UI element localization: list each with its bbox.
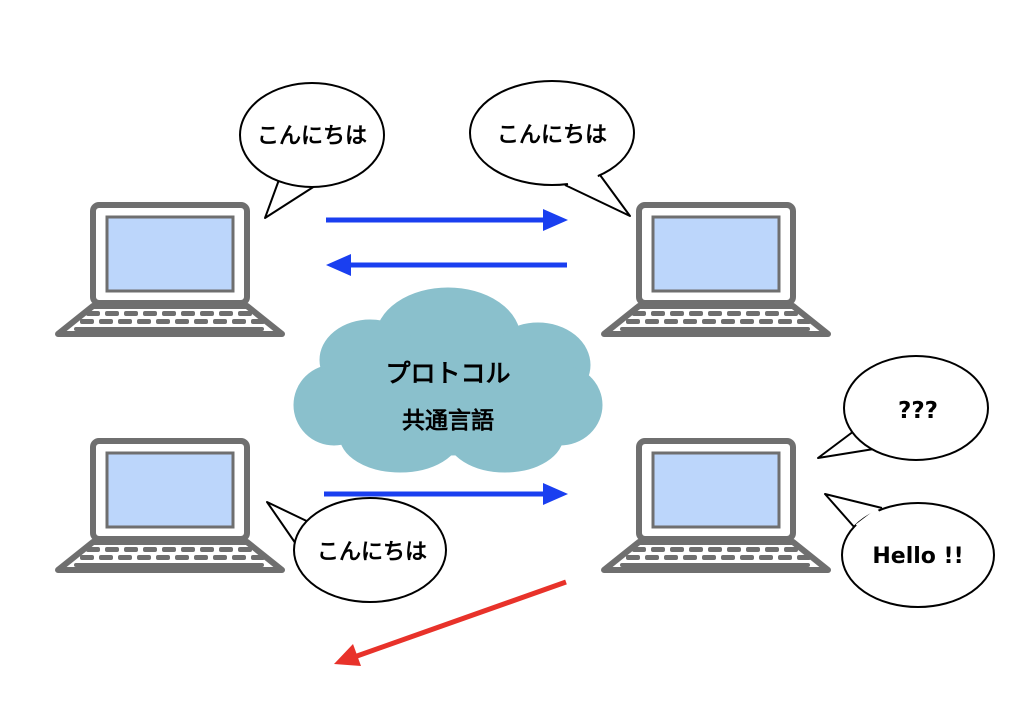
laptop-icon-bottom-right: [604, 441, 828, 570]
bubble-text-top-right: こんにちは: [497, 123, 607, 148]
bubble-text-top-left: こんにちは: [257, 124, 367, 149]
speech-bubble-bottom-left: こんにちは: [266, 497, 447, 603]
bubble-text-hello: Hello !!: [872, 544, 963, 569]
speech-bubble-top-left: こんにちは: [239, 82, 385, 219]
speech-bubble-top-right: こんにちは: [469, 80, 635, 217]
cloud-shape: プロトコル 共通言語: [293, 287, 603, 473]
arrow-bottom-right: [324, 483, 568, 505]
bubble-text-bottom-left: こんにちは: [317, 540, 427, 565]
arrow-red-rejected: [334, 579, 567, 666]
speech-bubble-bottom-right-top: ???: [817, 355, 989, 461]
speech-bubble-bottom-right-bottom: Hello !!: [824, 493, 995, 608]
arrow-top-right: [326, 209, 568, 231]
arrow-top-left: [326, 254, 567, 276]
cloud-text-protocol: プロトコル: [385, 359, 510, 388]
cloud-text-common-language: 共通言語: [402, 407, 494, 434]
bubble-text-question: ???: [898, 398, 938, 424]
laptop-icon-top-left: [58, 205, 282, 334]
laptop-icon-bottom-left: [58, 441, 282, 570]
laptop-icon-top-right: [604, 205, 828, 334]
